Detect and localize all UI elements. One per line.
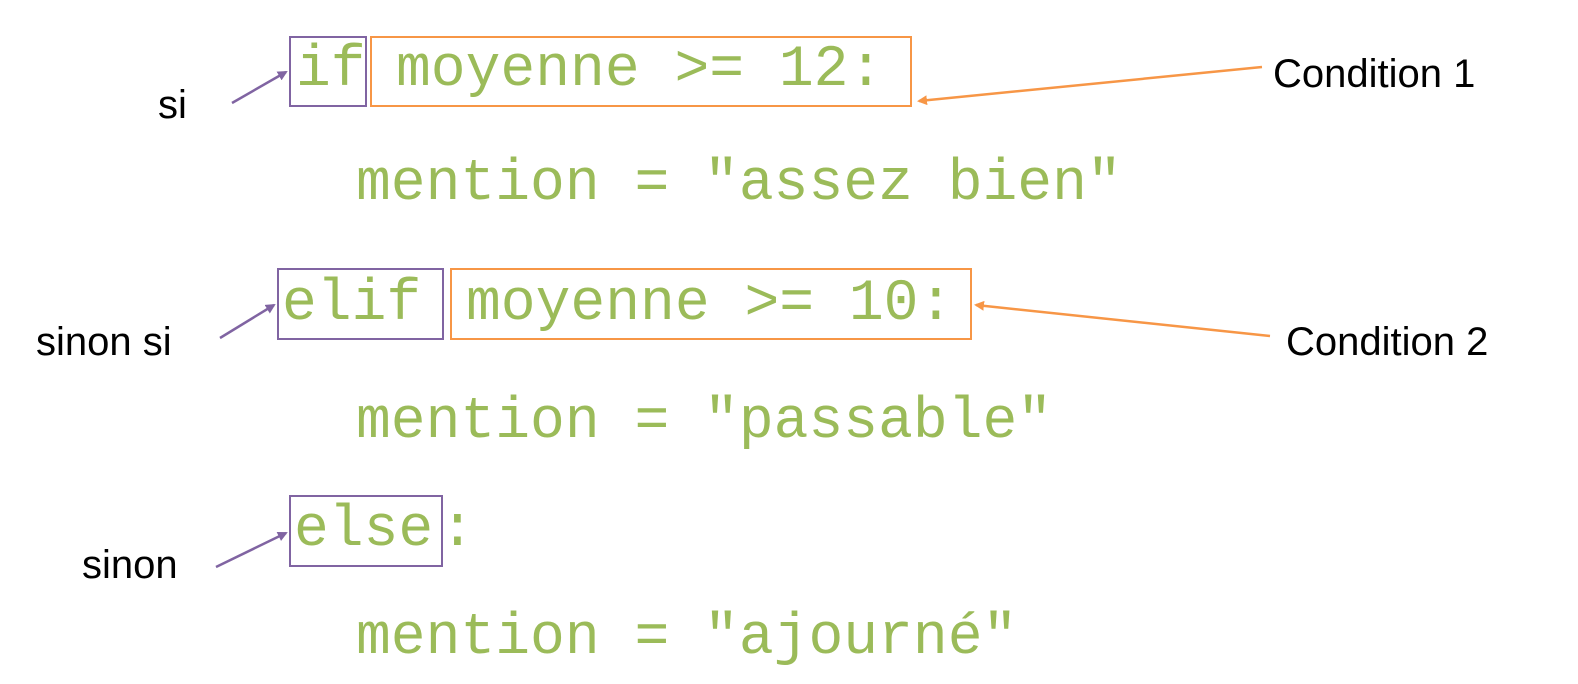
code-else-colon: :: [440, 498, 475, 563]
code-if-condition: moyenne >= 12:: [396, 38, 884, 103]
label-condition-2: Condition 2: [1286, 320, 1489, 364]
label-si: si: [158, 83, 187, 127]
arrow-condition-2: [974, 300, 1271, 338]
code-else-keyword: else: [294, 498, 434, 563]
code-if-keyword: if: [296, 38, 366, 103]
code-line-passable: mention = "passable": [356, 390, 1053, 455]
if-keyword-box: [289, 36, 367, 107]
arrow-sinon-to-else: [215, 531, 288, 569]
condition-2-box: [450, 268, 972, 340]
label-sinon: sinon: [82, 543, 178, 587]
arrow-si-to-if: [231, 70, 288, 105]
code-line-ajourne: mention = "ajourné": [356, 606, 1018, 671]
else-keyword-box: [289, 495, 443, 567]
condition-1-box: [370, 36, 912, 107]
code-line-assez-bien: mention = "assez bien": [356, 152, 1122, 217]
label-sinon-si: sinon si: [36, 320, 172, 364]
label-condition-1: Condition 1: [1273, 52, 1476, 96]
arrow-sinon-si-to-elif: [219, 303, 276, 340]
elif-keyword-box: [277, 268, 444, 340]
arrow-condition-1: [917, 65, 1263, 106]
code-elif-condition: moyenne >= 10:: [466, 272, 954, 337]
code-elif-keyword: elif: [282, 272, 422, 337]
